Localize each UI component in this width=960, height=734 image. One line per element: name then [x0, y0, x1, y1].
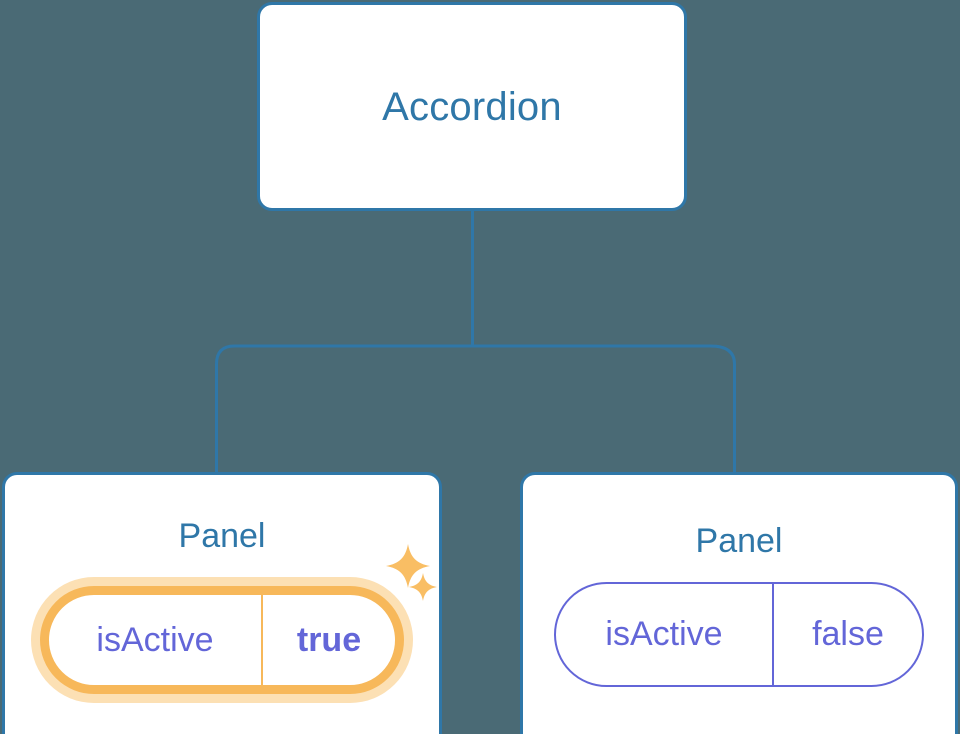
node-accordion[interactable]: Accordion [257, 2, 687, 211]
connector-branch-bar [215, 344, 736, 472]
node-panel-left[interactable]: Panel isActive true [2, 472, 442, 734]
prop-pill-left-wrapper: isActive true [31, 577, 413, 703]
node-accordion-title: Accordion [382, 84, 562, 129]
node-panel-right-title: Panel [695, 522, 783, 560]
prop-pill-right-wrapper: isActive false [554, 582, 924, 687]
prop-pill-left-value: true [296, 620, 362, 659]
prop-pill-left-highlight[interactable]: isActive true [31, 577, 413, 703]
prop-pill-right-key: isActive [556, 584, 774, 685]
prop-pill-left[interactable]: isActive true [40, 586, 404, 694]
prop-pill-right[interactable]: isActive false [554, 582, 924, 687]
prop-pill-left-key: isActive [49, 595, 263, 685]
node-panel-right[interactable]: Panel isActive false [520, 472, 958, 734]
prop-pill-right-value: false [812, 615, 884, 653]
node-panel-left-title: Panel [178, 517, 266, 555]
